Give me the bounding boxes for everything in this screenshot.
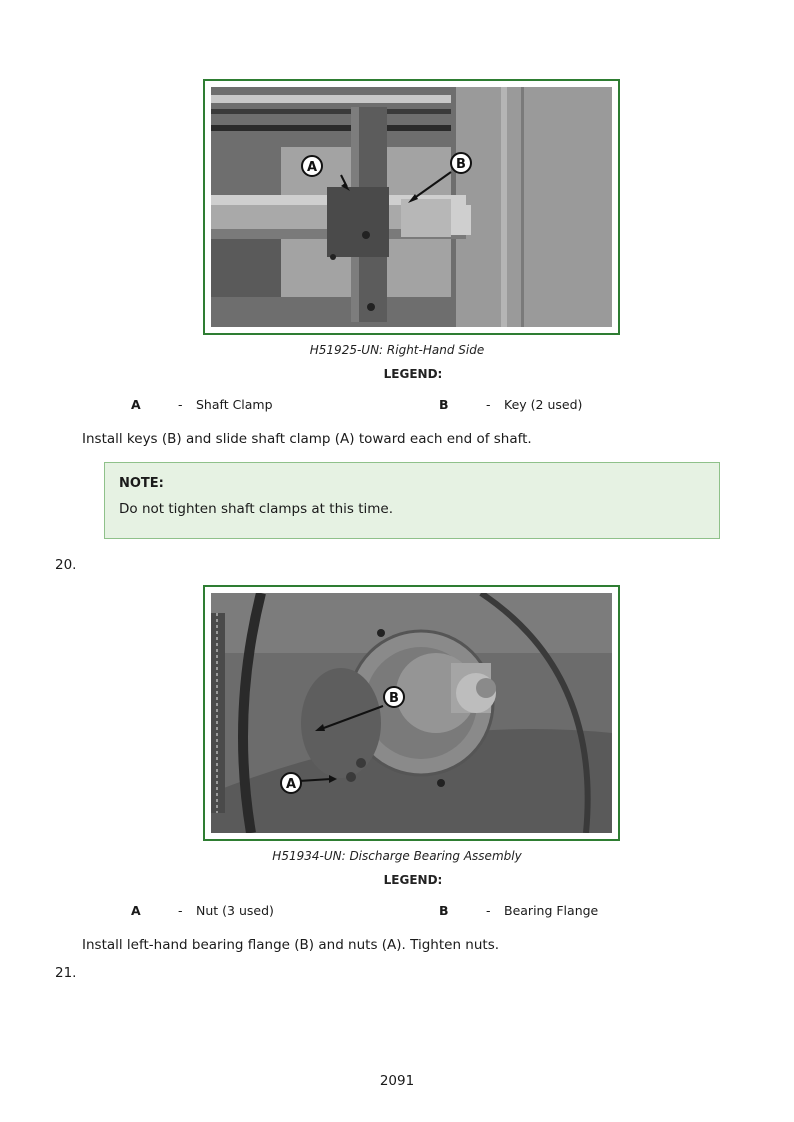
- figure-caption: H51925-UN: Right-Hand Side: [309, 343, 485, 357]
- note-box: NOTE: Do not tighten shaft clamps at thi…: [104, 462, 720, 539]
- legend-separator: -: [178, 397, 183, 412]
- legend-key: A: [131, 397, 141, 412]
- svg-text:B: B: [456, 157, 466, 172]
- figure-caption: H51934-UN: Discharge Bearing Assembly: [272, 849, 522, 863]
- callout-a: A: [280, 772, 302, 794]
- note-text: Do not tighten shaft clamps at this time…: [119, 501, 393, 517]
- legend-key: A: [131, 903, 141, 918]
- svg-text:A: A: [307, 160, 317, 175]
- callout-b: B: [383, 686, 405, 708]
- figure-discharge-bearing-assembly: B A: [203, 585, 620, 841]
- legend-row: A - Nut (3 used) B - Bearing Flange: [0, 903, 794, 921]
- legend-description: Bearing Flange: [504, 903, 599, 918]
- note-title: NOTE:: [119, 476, 164, 491]
- legend-separator: -: [486, 903, 491, 918]
- legend-key: B: [439, 903, 449, 918]
- legend-key: B: [439, 397, 449, 412]
- legend-description: Key (2 used): [504, 397, 583, 412]
- legend-separator: -: [178, 903, 183, 918]
- legend-row: A - Shaft Clamp B - Key (2 used): [0, 397, 794, 415]
- legend-description: Nut (3 used): [196, 903, 274, 918]
- svg-text:B: B: [389, 691, 399, 706]
- legend-separator: -: [486, 397, 491, 412]
- figure-right-hand-side: A B: [203, 79, 620, 335]
- svg-text:A: A: [286, 777, 296, 792]
- legend-title: LEGEND:: [383, 367, 443, 381]
- legend-description: Shaft Clamp: [196, 397, 273, 412]
- instruction-text: Install left-hand bearing flange (B) and…: [82, 937, 500, 953]
- step-number: 20.: [55, 557, 77, 573]
- photo-bearing-assembly: B A: [211, 593, 612, 833]
- page-number: 2091: [379, 1073, 415, 1089]
- step-number: 21.: [55, 965, 77, 981]
- photo-shaft-clamp: A B: [211, 87, 612, 327]
- instruction-text: Install keys (B) and slide shaft clamp (…: [82, 431, 532, 447]
- legend-title: LEGEND:: [383, 873, 443, 887]
- callout-a: A: [301, 155, 323, 177]
- callout-b: B: [450, 152, 472, 174]
